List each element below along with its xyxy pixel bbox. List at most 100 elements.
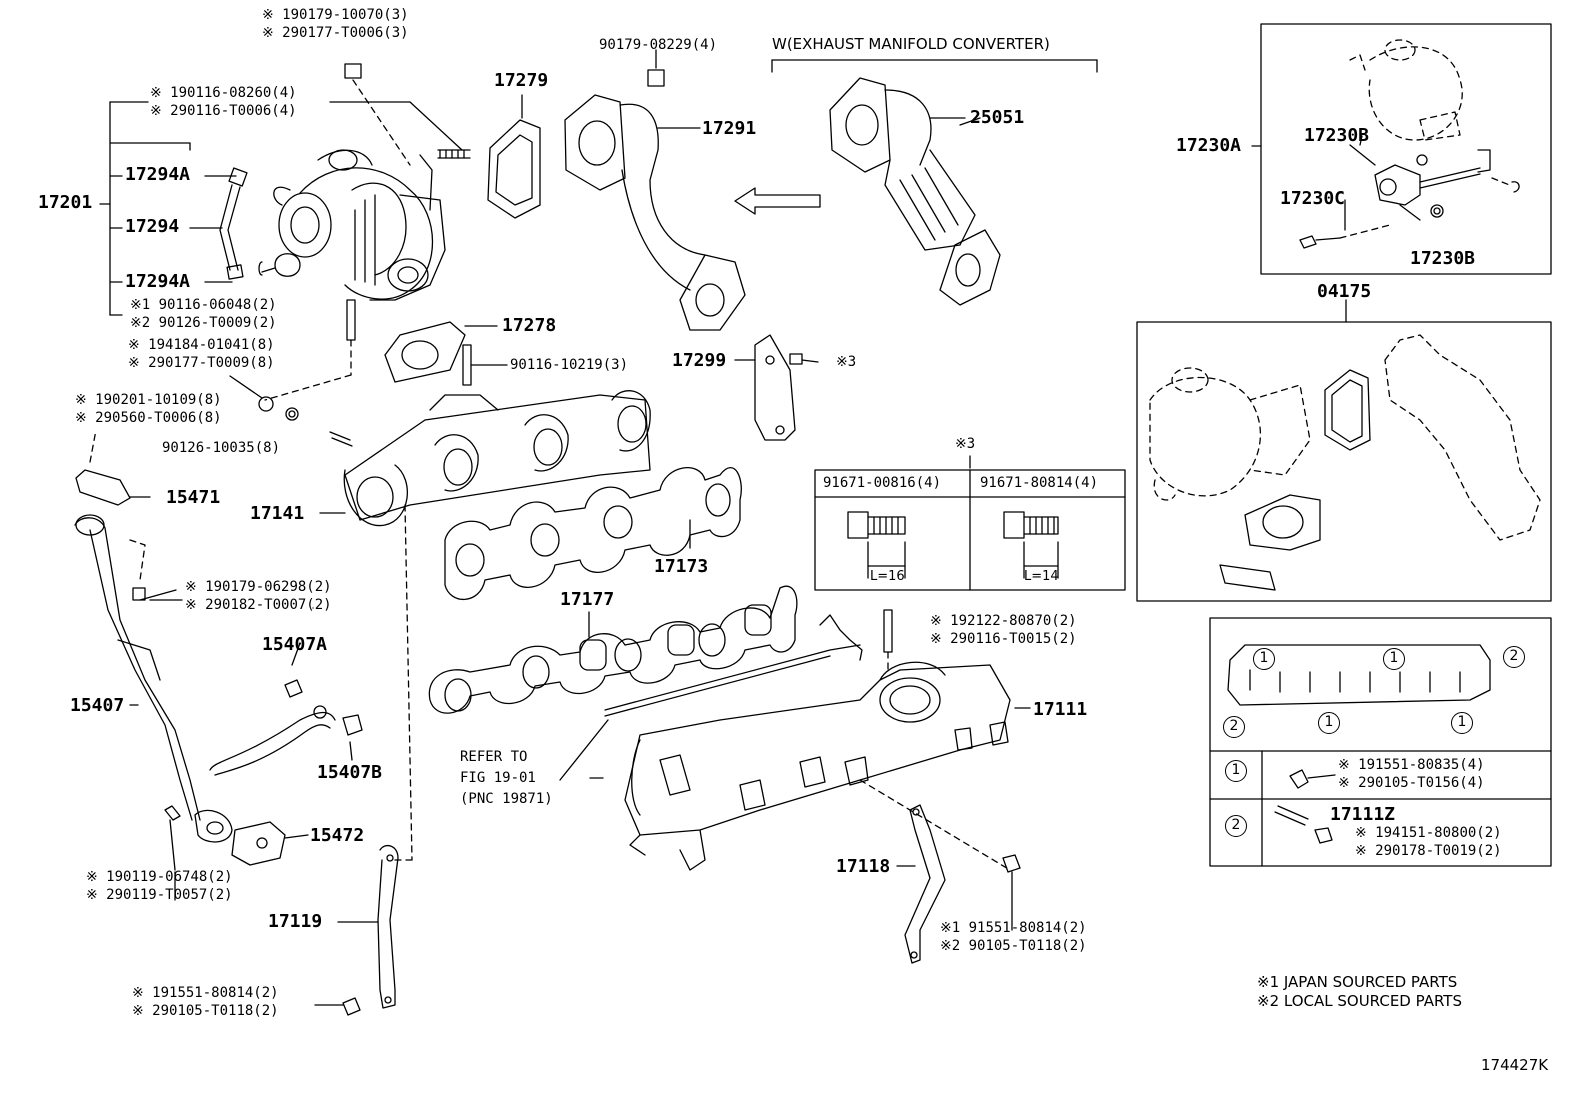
part-label-17291: 17291 bbox=[702, 118, 757, 139]
part-label-15407b: 15407B bbox=[317, 762, 383, 783]
pattern-row-2-marker: 2 bbox=[1225, 815, 1247, 837]
callout-stud-17278: 90116-10219(3) bbox=[510, 357, 629, 373]
part-label-15407a: 15407A bbox=[262, 634, 328, 655]
callout-pattern2-nut-2: ※ 290178-T0019(2) bbox=[1355, 843, 1502, 859]
part-label-17230a: 17230A bbox=[1176, 135, 1242, 156]
bracket-17118-drawing bbox=[896, 804, 1021, 964]
part-label-17294: 17294 bbox=[125, 216, 180, 237]
callout-nut-2: ※ 290177-T0006(3) bbox=[262, 25, 409, 41]
turbo-stud-drawing bbox=[229, 63, 471, 421]
callout-stud-manifold: 90126-10035(8) bbox=[162, 440, 281, 456]
callout-stud-2: ※ 290116-T0006(4) bbox=[150, 103, 297, 119]
catalytic-converter-drawing bbox=[829, 77, 1001, 306]
bracket-17299-drawing bbox=[734, 334, 819, 441]
leader-lines bbox=[149, 117, 1363, 901]
part-label-17201: 17201 bbox=[38, 192, 93, 213]
callout-oil-bolt-1: ※ 190119-06748(2) bbox=[86, 869, 233, 885]
callout-oil-bolt-2: ※ 290119-T0057(2) bbox=[86, 887, 233, 903]
pattern-marker-1a: 1 bbox=[1253, 648, 1275, 670]
part-label-17299: 17299 bbox=[672, 350, 727, 371]
turbo-callout-bracket bbox=[99, 101, 463, 316]
callout-bolt-2: ※2 90126-T0009(2) bbox=[130, 315, 277, 331]
refer-line-3: (PNC 19871) bbox=[460, 791, 553, 807]
callout-17119-bolt-2: ※ 290105-T0118(2) bbox=[132, 1003, 279, 1019]
figure-id: 174427K bbox=[1481, 1056, 1549, 1074]
callout-nut-17291: 90179-08229(4) bbox=[599, 37, 718, 53]
part-label-15472: 15472 bbox=[310, 825, 365, 846]
callout-pattern2-nut-1: ※ 194151-80800(2) bbox=[1355, 825, 1502, 841]
callout-intake-stud-2: ※ 290116-T0015(2) bbox=[930, 631, 1077, 647]
pattern-row-1-marker: 1 bbox=[1225, 760, 1247, 782]
footnote-japan-sourced: ※1 JAPAN SOURCED PARTS bbox=[1257, 973, 1458, 991]
callout-17118-bolt-2: ※2 90105-T0118(2) bbox=[940, 938, 1087, 954]
callout-bracket-bolt: ※3 bbox=[836, 354, 857, 370]
part-label-04175: 04175 bbox=[1317, 281, 1372, 302]
callout-stud-1: ※ 190116-08260(4) bbox=[150, 85, 297, 101]
pattern-marker-1b: 1 bbox=[1383, 648, 1405, 670]
converter-variant-label: W(EXHAUST MANIFOLD CONVERTER) bbox=[772, 35, 1050, 53]
refer-line-2: FIG 19-01 bbox=[460, 770, 536, 786]
gasket-17173-drawing bbox=[444, 467, 742, 601]
part-label-15407: 15407 bbox=[70, 695, 125, 716]
callout-nut-8-2: ※ 290177-T0009(8) bbox=[128, 355, 275, 371]
pattern-marker-1c: 1 bbox=[1318, 712, 1340, 734]
direction-arrow bbox=[734, 187, 821, 215]
callout-oil-nut-2: ※ 290182-T0007(2) bbox=[185, 597, 332, 613]
gasket-17177-drawing bbox=[428, 585, 798, 714]
part-label-17279: 17279 bbox=[494, 70, 549, 91]
pattern-marker-2b: 2 bbox=[1223, 716, 1245, 738]
part-label-17111z: 17111Z bbox=[1330, 804, 1396, 825]
part-label-25051: 25051 bbox=[970, 107, 1025, 128]
callout-washer-1: ※ 190201-10109(8) bbox=[75, 392, 222, 408]
bracket-17119-drawing bbox=[314, 844, 399, 1016]
part-label-17173: 17173 bbox=[654, 556, 709, 577]
part-label-17111: 17111 bbox=[1033, 699, 1088, 720]
bolt-table-left-header: 91671-00816(4) bbox=[823, 475, 942, 491]
part-label-17294a-top: 17294A bbox=[125, 164, 191, 185]
part-label-17141: 17141 bbox=[250, 503, 305, 524]
turbocharger-drawing bbox=[258, 149, 446, 301]
exhaust-pipe-17291-drawing bbox=[564, 49, 746, 331]
actuator-inset-box bbox=[1251, 23, 1552, 275]
oil-pipe-drawing bbox=[74, 429, 363, 871]
bolt-table-right-header: 91671-80814(4) bbox=[980, 475, 1099, 491]
bolt-table bbox=[814, 469, 1126, 591]
part-label-17278: 17278 bbox=[502, 315, 557, 336]
bolt-table-right-length: L=14 bbox=[1024, 569, 1059, 584]
pattern-marker-2a: 2 bbox=[1503, 646, 1525, 668]
part-label-17177: 17177 bbox=[560, 589, 615, 610]
exhaust-manifold-drawing bbox=[319, 390, 651, 861]
callout-nut-8-1: ※ 194184-01041(8) bbox=[128, 337, 275, 353]
callout-17119-bolt-1: ※ 191551-80814(2) bbox=[132, 985, 279, 1001]
gasket-17279-drawing bbox=[487, 94, 541, 219]
gasket-kit-inset-box bbox=[1136, 299, 1552, 602]
callout-bolt-1: ※1 90116-06048(2) bbox=[130, 297, 277, 313]
refer-line-1: REFER TO bbox=[460, 749, 528, 765]
intake-manifold-drawing bbox=[624, 609, 1031, 871]
bolt-pattern-box bbox=[1209, 617, 1552, 867]
callout-washer-2: ※ 290560-T0006(8) bbox=[75, 410, 222, 426]
part-label-15471: 15471 bbox=[166, 487, 221, 508]
callout-pattern1-bolt-1: ※ 191551-80835(4) bbox=[1338, 757, 1485, 773]
part-label-17294a-bottom: 17294A bbox=[125, 271, 191, 292]
gasket-17278-drawing bbox=[384, 321, 508, 386]
part-label-17119: 17119 bbox=[268, 911, 323, 932]
note3-marker: ※3 bbox=[955, 436, 976, 452]
callout-17118-bolt-1: ※1 91551-80814(2) bbox=[940, 920, 1087, 936]
callout-nut-1: ※ 190179-10070(3) bbox=[262, 7, 409, 23]
callout-oil-nut-1: ※ 190179-06298(2) bbox=[185, 579, 332, 595]
converter-bracket bbox=[771, 59, 1098, 73]
part-label-17230b-top: 17230B bbox=[1304, 125, 1370, 146]
callout-pattern1-bolt-2: ※ 290105-T0156(4) bbox=[1338, 775, 1485, 791]
callout-intake-stud-1: ※ 192122-80870(2) bbox=[930, 613, 1077, 629]
pattern-marker-1d: 1 bbox=[1451, 712, 1473, 734]
part-label-17230c: 17230C bbox=[1280, 188, 1346, 209]
part-label-17118: 17118 bbox=[836, 856, 891, 877]
rod-drawing bbox=[559, 614, 863, 781]
bolt-table-left-length: L=16 bbox=[870, 569, 905, 584]
footnote-local-sourced: ※2 LOCAL SOURCED PARTS bbox=[1257, 992, 1462, 1010]
oil-hose-drawing bbox=[219, 167, 248, 280]
part-label-17230b-bottom: 17230B bbox=[1410, 248, 1476, 269]
